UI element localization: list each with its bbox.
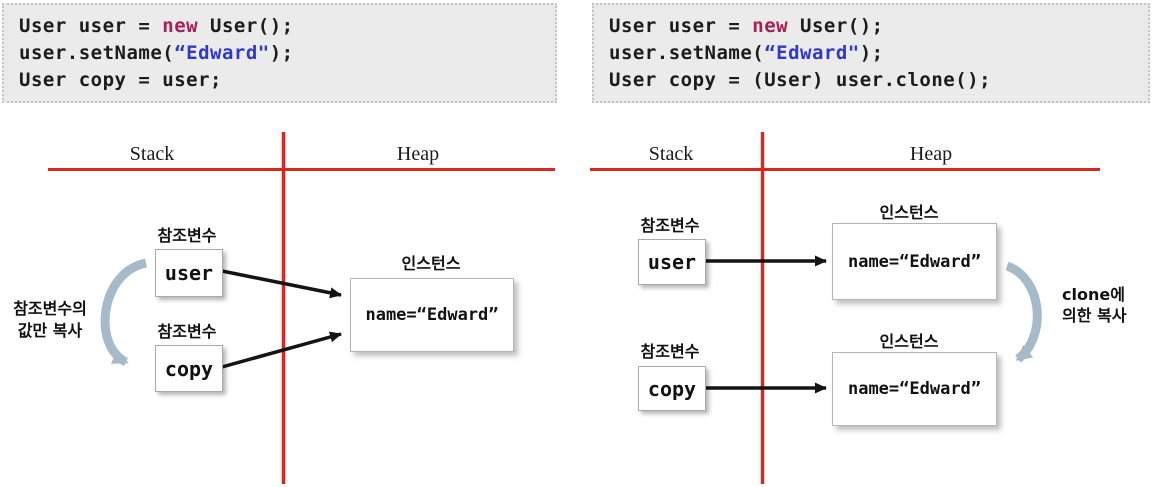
code-text: User user = [609, 15, 753, 37]
code-text: ); [269, 42, 294, 64]
right-copy-box: copy [638, 366, 706, 411]
code-text: User copy = user; [19, 69, 222, 91]
right-stack-label: Stack [648, 143, 694, 165]
note-line: 값만 복사 [17, 321, 83, 340]
code-line: User copy = (User) user.clone(); [609, 67, 1148, 94]
note-line: clone에 [1062, 285, 1125, 304]
code-keyword: new [162, 15, 199, 37]
code-line: user.setName(“Edward"); [609, 40, 1148, 67]
left-value-copy-note: 참조변수의 값만 복사 [8, 298, 92, 342]
left-heap-label: Heap [396, 143, 440, 165]
left-stack-label: Stack [129, 143, 175, 165]
left-ref-var-label-user: 참조변수 [157, 226, 217, 245]
note-line: 의한 복사 [1062, 306, 1127, 325]
right-ref-var-label-user: 참조변수 [640, 216, 700, 235]
right-user-box: user [638, 239, 706, 285]
code-string: “Edward" [764, 42, 860, 64]
code-text: ); [859, 42, 884, 64]
code-block-clone-copy: User user = new User(); user.setName(“Ed… [592, 3, 1150, 103]
right-clone-copy-note: clone에 의한 복사 [1062, 284, 1126, 326]
right-instance1-label: 인스턴스 [879, 203, 939, 222]
code-line: user.setName(“Edward"); [19, 40, 555, 67]
right-instance1-box: name=“Edward” [832, 223, 997, 300]
code-text: User(); [198, 15, 294, 37]
right-clone-copy-curved-arrow [1005, 261, 1042, 363]
left-copy-box: copy [155, 345, 223, 392]
code-text: user.setName( [609, 42, 765, 64]
code-line: User user = new User(); [609, 13, 1148, 40]
code-line: User user = new User(); [19, 13, 555, 40]
right-heap-label: Heap [909, 143, 953, 165]
right-instance2-label: 인스턴스 [879, 332, 939, 351]
right-ref-var-label-copy: 참조변수 [640, 342, 700, 361]
left-instance-label: 인스턴스 [401, 254, 461, 273]
left-value-copy-curved-arrow [100, 258, 148, 367]
code-block-reference-copy: User user = new User(); user.setName(“Ed… [2, 3, 557, 103]
code-string: “Edward" [174, 42, 270, 64]
code-keyword: new [752, 15, 789, 37]
left-user-to-instance-arrow [221, 269, 342, 299]
left-ref-var-label-copy: 참조변수 [157, 322, 217, 341]
code-text: User(); [788, 15, 884, 37]
code-text: User user = [19, 15, 163, 37]
left-copy-to-instance-arrow [221, 331, 342, 369]
code-text: user.setName( [19, 42, 175, 64]
left-instance-box: name=“Edward” [350, 278, 514, 352]
code-line: User copy = user; [19, 67, 555, 94]
note-line: 참조변수의 [13, 299, 87, 318]
code-text: User copy = (User) user.clone(); [609, 69, 992, 91]
left-user-box: user [155, 249, 223, 297]
right-instance2-box: name=“Edward” [832, 352, 997, 426]
